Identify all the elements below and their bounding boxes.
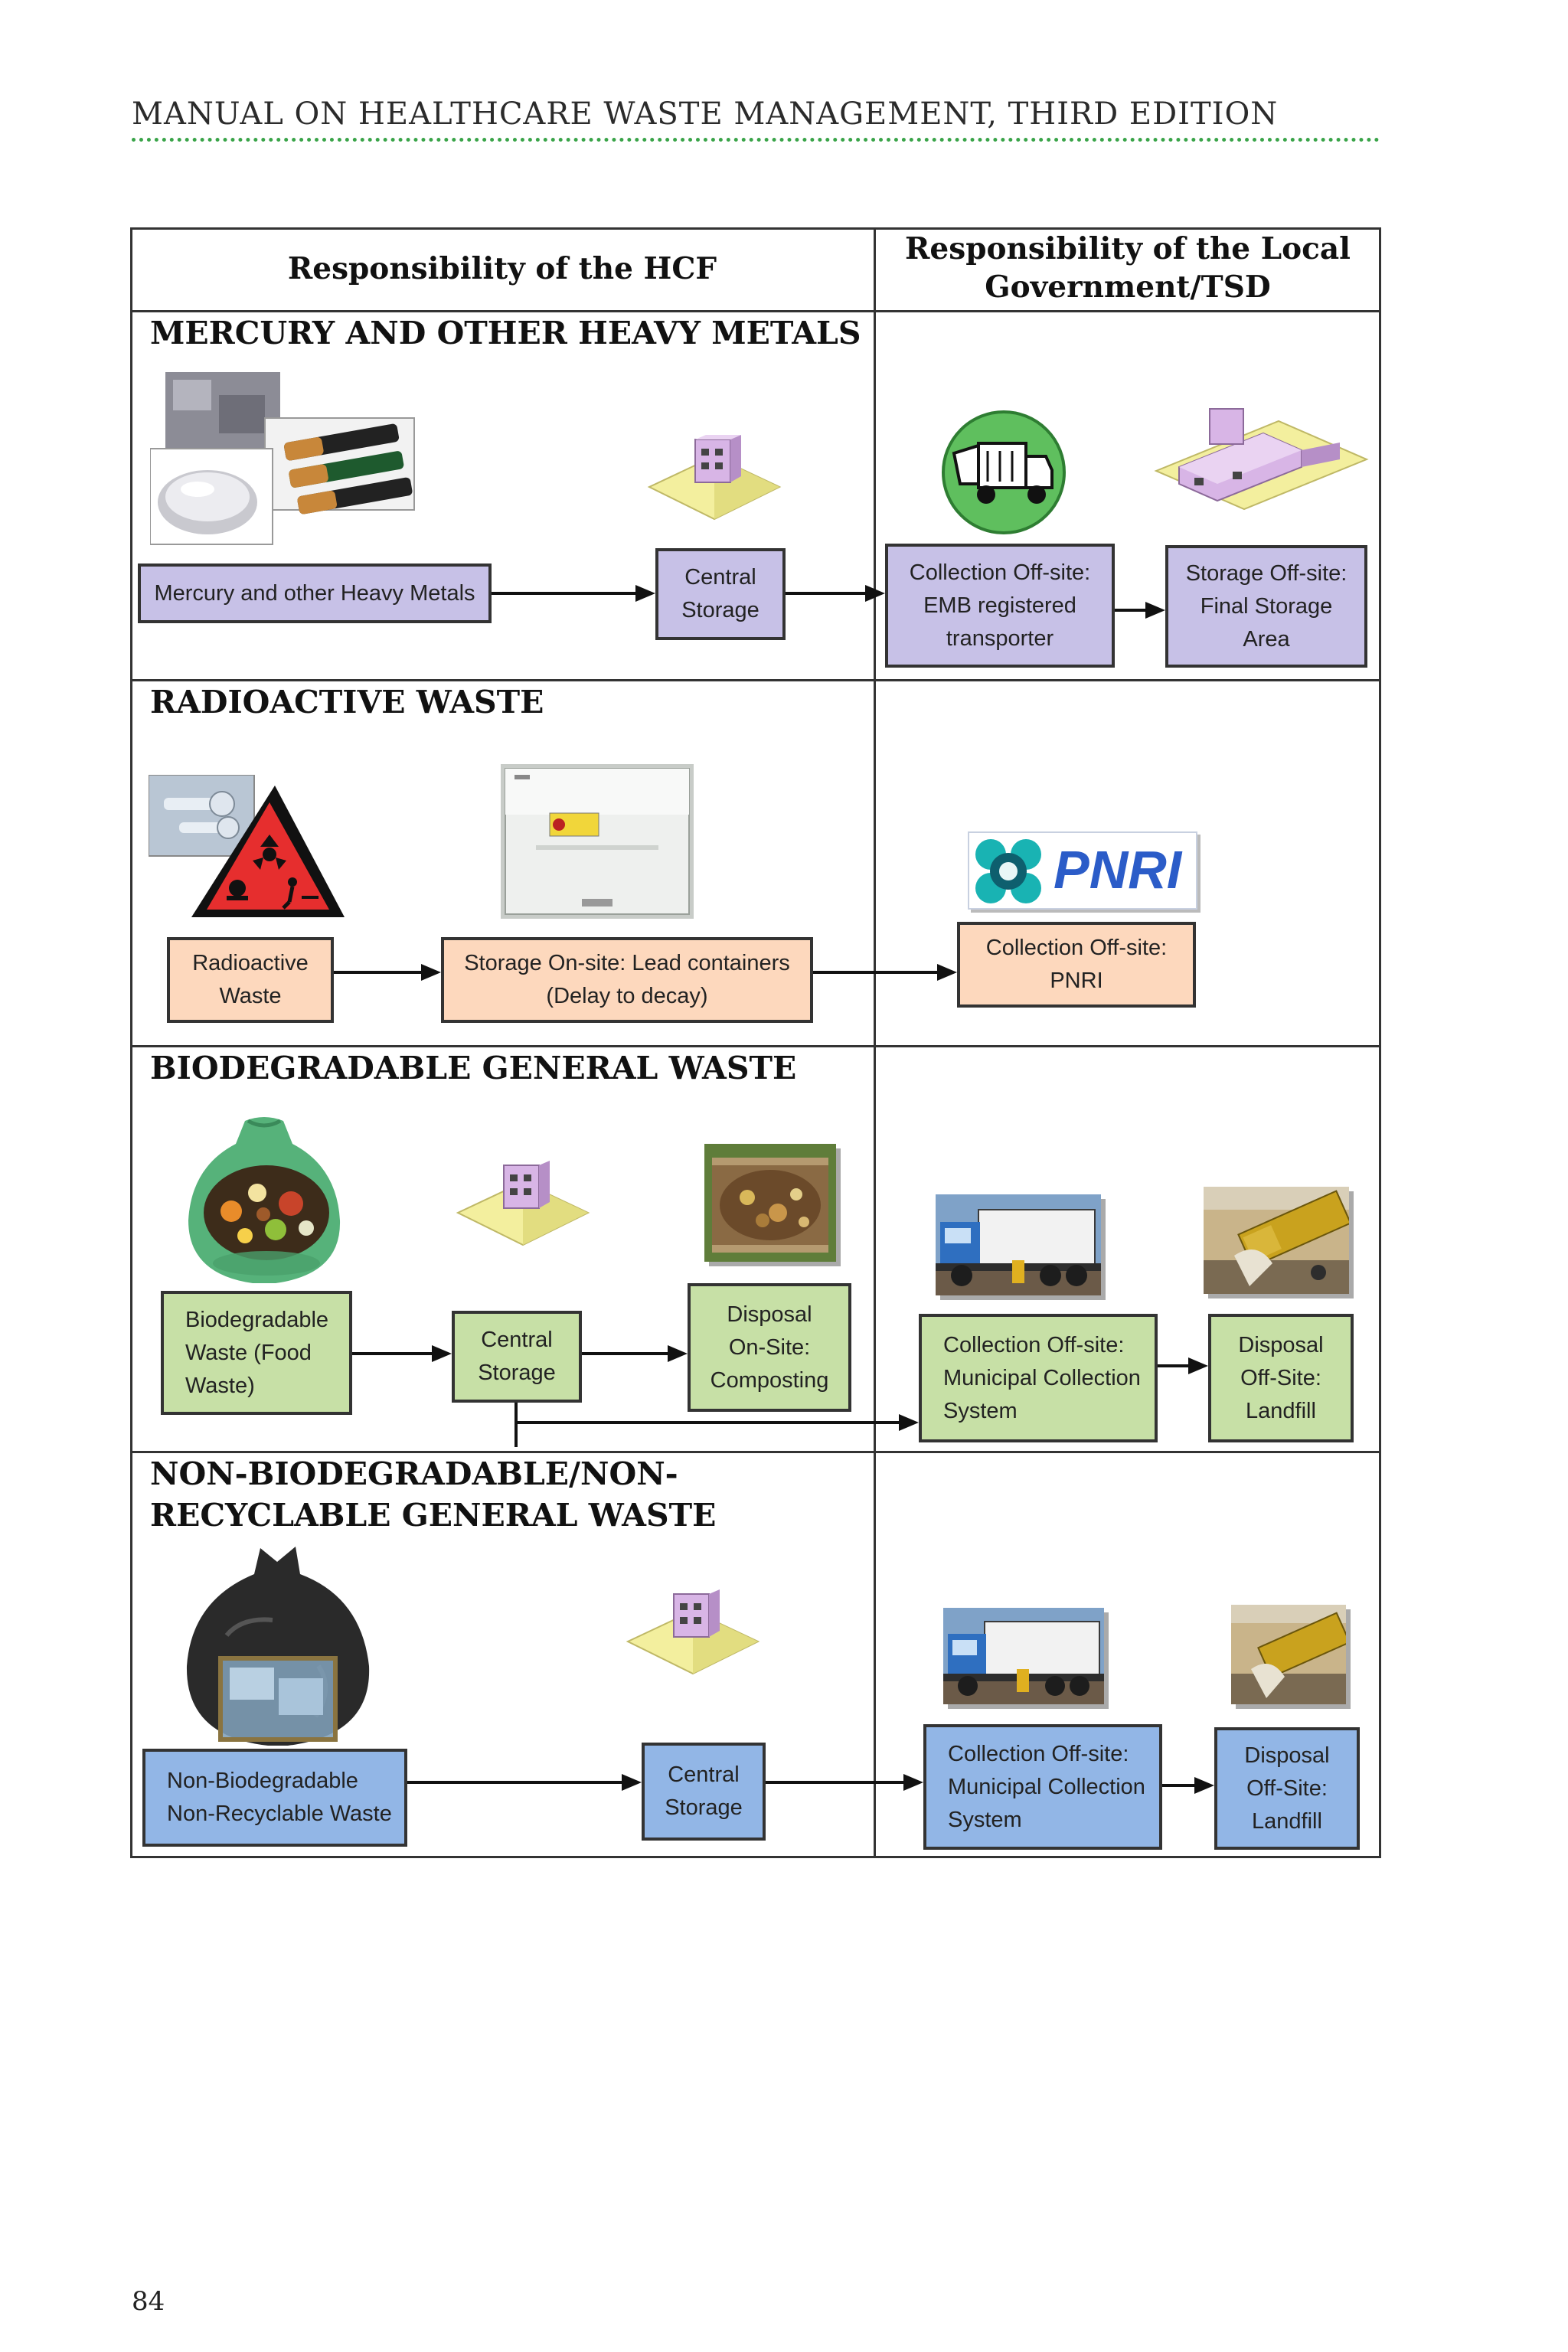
box-biodegradable-disposal-onsite: Disposal On-Site: Composting — [688, 1283, 851, 1412]
lead-container-photo — [501, 764, 694, 919]
box-radioactive-storage-onsite-label: Storage On-site: Lead containers (Delay … — [464, 951, 790, 1008]
municipal-truck-photo — [936, 1194, 1101, 1295]
final-storage-area-building-icon — [1154, 408, 1369, 511]
compost-bin-photo — [704, 1144, 836, 1262]
section-title-nonbio: NON-BIODEGRADABLE/NON- RECYCLABLE GENERA… — [150, 1455, 717, 1534]
arrow-bio-2-shaft — [582, 1352, 669, 1355]
section-title-biodegradable: BIODEGRADABLE GENERAL WASTE — [150, 1050, 797, 1086]
mercury-batteries-photo — [150, 372, 415, 545]
box-radioactive-collection-offsite: Collection Off-site: PNRI — [957, 922, 1196, 1008]
box-mercury-central-storage: Central Storage — [655, 548, 786, 640]
landfill-dump-photo — [1204, 1187, 1349, 1294]
arrow-radioactive-1-head — [421, 964, 441, 981]
box-nonbio-collection-offsite-label: Collection Off-site: Municipal Collectio… — [948, 1741, 1145, 1832]
section-title-mercury: MERCURY AND OTHER HEAVY METALS — [150, 315, 861, 351]
header-dotted-rule — [132, 138, 1380, 142]
arrow-radioactive-2-shaft — [813, 971, 939, 974]
radioactive-hazard-photo — [149, 775, 345, 917]
arrow-mercury-3-head — [1145, 602, 1165, 619]
box-mercury-source: Mercury and other Heavy Metals — [138, 564, 492, 623]
food-waste-bag-photo — [188, 1117, 341, 1283]
atom-logo-icon — [975, 839, 1041, 903]
arrow-mercury-1-shaft — [492, 592, 637, 595]
column-heading-hcf: Responsibility of the HCF — [287, 251, 717, 286]
garbage-truck-icon — [942, 410, 1066, 534]
box-nonbio-source: Non-Biodegradable Non-Recyclable Waste — [142, 1749, 407, 1847]
arrow-nonbio-2-head — [903, 1774, 923, 1791]
central-storage-building-icon — [647, 435, 782, 521]
box-biodegradable-disposal-offsite-label: Disposal Off-Site: Landfill — [1238, 1332, 1324, 1423]
box-nonbio-collection-offsite: Collection Off-site: Municipal Collectio… — [923, 1724, 1162, 1850]
box-biodegradable-disposal-offsite: Disposal Off-Site: Landfill — [1208, 1314, 1354, 1442]
box-radioactive-collection-offsite-label: Collection Off-site: PNRI — [985, 936, 1168, 993]
box-nonbio-central-storage-label: Central Storage — [665, 1762, 743, 1820]
running-header: MANUAL ON HEALTHCARE WASTE MANAGEMENT, T… — [132, 96, 1279, 132]
column-heading-local-government: Responsibility of the Local Government/T… — [905, 231, 1351, 305]
arrow-bio-1-head — [432, 1345, 452, 1362]
box-biodegradable-source-label: Biodegradable Waste (Food Waste) — [185, 1307, 329, 1398]
section-title-radioactive: RADIOACTIVE WASTE — [150, 684, 544, 720]
nonbio-municipal-truck-photo — [943, 1608, 1104, 1704]
box-biodegradable-source: Biodegradable Waste (Food Waste) — [161, 1291, 352, 1415]
box-nonbio-disposal-offsite-label: Disposal Off-Site: Landfill — [1244, 1743, 1330, 1834]
arrow-bio-3-head — [899, 1414, 919, 1431]
box-biodegradable-central-storage-label: Central Storage — [478, 1328, 556, 1385]
arrow-radioactive-2-head — [937, 964, 957, 981]
header-row-divider — [130, 310, 1381, 312]
flow-table-frame — [130, 227, 1381, 1858]
arrow-mercury-2-head — [865, 585, 885, 602]
arrow-mercury-3-shaft — [1115, 609, 1147, 612]
box-mercury-collection-offsite-label: Collection Off-site: EMB registered tran… — [909, 560, 1091, 651]
page-number: 84 — [132, 2286, 165, 2317]
box-mercury-central-storage-label: Central Storage — [681, 565, 760, 622]
box-biodegradable-disposal-onsite-label: Disposal On-Site: Composting — [710, 1302, 829, 1393]
row-divider-3 — [130, 1451, 1381, 1453]
arrow-bio-4-head — [1188, 1357, 1208, 1374]
arrow-bio-3-drop — [514, 1403, 518, 1447]
box-nonbio-disposal-offsite: Disposal Off-Site: Landfill — [1214, 1727, 1360, 1850]
nonbio-central-storage-building-icon — [626, 1589, 760, 1675]
box-biodegradable-collection-offsite: Collection Off-site: Municipal Collectio… — [919, 1314, 1158, 1442]
column-divider — [874, 227, 876, 1858]
box-nonbio-source-label: Non-Biodegradable Non-Recyclable Waste — [167, 1769, 392, 1826]
box-mercury-storage-offsite: Storage Off-site: Final Storage Area — [1165, 545, 1367, 668]
arrow-bio-1-shaft — [352, 1352, 433, 1355]
arrow-mercury-2-shaft — [786, 592, 867, 595]
arrow-nonbio-3-head — [1194, 1777, 1214, 1794]
box-radioactive-storage-onsite: Storage On-site: Lead containers (Delay … — [441, 937, 813, 1023]
arrow-bio-2-head — [668, 1345, 688, 1362]
arrow-nonbio-1-head — [622, 1774, 642, 1791]
box-radioactive-source-label: Radioactive Waste — [192, 951, 309, 1008]
row-divider-2 — [130, 1045, 1381, 1047]
arrow-nonbio-1-shaft — [407, 1781, 623, 1784]
box-mercury-collection-offsite: Collection Off-site: EMB registered tran… — [885, 544, 1115, 668]
box-biodegradable-central-storage: Central Storage — [452, 1311, 582, 1403]
arrow-nonbio-2-shaft — [766, 1781, 905, 1784]
box-mercury-storage-offsite-label: Storage Off-site: Final Storage Area — [1185, 560, 1348, 652]
box-biodegradable-collection-offsite-label: Collection Off-site: Municipal Collectio… — [943, 1332, 1141, 1423]
arrow-radioactive-1-shaft — [334, 971, 423, 974]
row-divider-1 — [130, 679, 1381, 681]
black-garbage-bag-photo — [186, 1547, 370, 1746]
box-mercury-source-label: Mercury and other Heavy Metals — [154, 580, 475, 606]
arrow-bio-3-shaft — [514, 1421, 900, 1424]
box-nonbio-central-storage: Central Storage — [642, 1743, 766, 1841]
arrow-nonbio-3-shaft — [1162, 1784, 1196, 1787]
box-radioactive-source: Radioactive Waste — [167, 937, 334, 1023]
pnri-logo-text: PNRI — [1054, 840, 1182, 900]
arrow-mercury-1-head — [635, 585, 655, 602]
nonbio-landfill-dump-photo — [1231, 1605, 1346, 1704]
arrow-bio-4-shaft — [1158, 1364, 1190, 1367]
bio-central-storage-building-icon — [456, 1161, 590, 1246]
pnri-logo: PNRI — [968, 831, 1197, 910]
